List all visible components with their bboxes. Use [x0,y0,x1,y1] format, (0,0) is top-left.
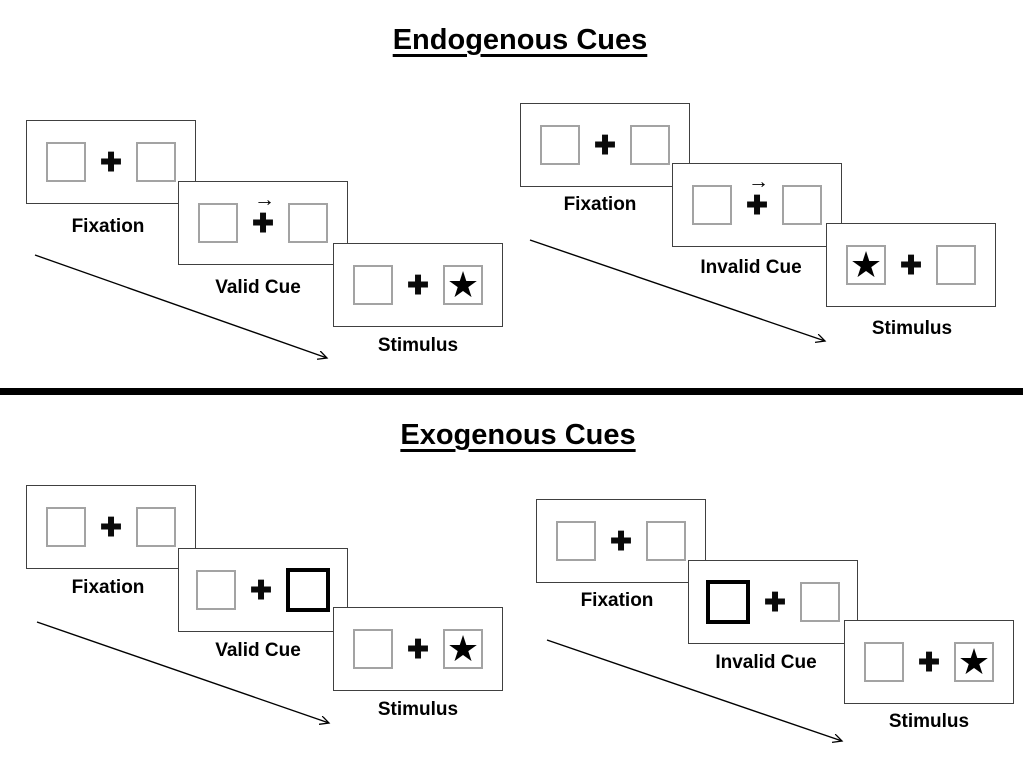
left-box-highlighted-cue [706,580,750,624]
endo-valid-stimulus-panel: ✚ ★ [333,243,503,327]
fixation-cross-icon: ✚ [594,130,616,160]
left-box [556,521,596,561]
fixation-cross-icon: ✚ [100,147,122,177]
right-box: ★ [443,629,483,669]
exo-invalid-fixation-panel: ✚ [536,499,706,583]
fixation-cross-icon: ✚ [250,575,272,605]
fixation-cross-icon: ✚ [900,250,922,280]
left-box [540,125,580,165]
exo-invalid-fixation-label: Fixation [580,590,654,611]
endo-invalid-fixation-panel: ✚ [520,103,690,187]
fixation-cross-icon: ✚ [407,634,429,664]
endo-invalid-stimulus-label: Stimulus [871,318,953,339]
endogenous-section-title: Endogenous Cues [392,24,648,56]
exo-valid-cue-panel: ✚ [178,548,348,632]
exo-valid-timeline-arrow [36,621,329,723]
right-box [936,245,976,285]
star-stimulus-icon: ★ [446,628,480,669]
exo-valid-fixation-panel: ✚ [26,485,196,569]
exo-invalid-stimulus-label: Stimulus [888,711,970,732]
endo-valid-cue-panel: → ✚ [178,181,348,265]
endo-valid-stimulus-label: Stimulus [377,335,459,356]
endo-valid-fixation-panel: ✚ [26,120,196,204]
endo-invalid-stimulus-panel: ★ ✚ [826,223,996,307]
left-box [46,507,86,547]
left-box [864,642,904,682]
right-box [630,125,670,165]
left-box [196,570,236,610]
fixation-cross-icon: ✚ [407,270,429,300]
left-box: ★ [846,245,886,285]
endo-valid-fixation-label: Fixation [71,216,145,237]
exo-invalid-stimulus-panel: ✚ ★ [844,620,1014,704]
star-stimulus-icon: ★ [957,641,991,682]
right-box [646,521,686,561]
endo-valid-timeline-arrow [34,254,327,358]
endo-valid-cue-label: Valid Cue [215,277,301,298]
right-box-highlighted-cue [286,568,330,612]
exo-invalid-cue-panel: ✚ [688,560,858,644]
exo-invalid-cue-label: Invalid Cue [715,652,817,673]
right-box [782,185,822,225]
endo-invalid-fixation-label: Fixation [563,194,637,215]
right-box [136,507,176,547]
right-box [288,203,328,243]
exo-invalid-timeline-arrow [546,639,842,741]
fixation-cross-icon: ✚ [100,512,122,542]
left-box [353,265,393,305]
exo-valid-stimulus-label: Stimulus [377,699,459,720]
left-box [198,203,238,243]
fixation-cross-icon: ✚ [764,587,786,617]
star-stimulus-icon: ★ [446,264,480,305]
right-cue-arrow-icon: → [254,188,275,211]
exogenous-section-title: Exogenous Cues [400,419,636,451]
right-box: ★ [443,265,483,305]
fixation-cross-icon: ✚ [252,208,274,238]
right-box [800,582,840,622]
fixation-cross-icon: ✚ [918,647,940,677]
right-box [136,142,176,182]
exo-valid-fixation-label: Fixation [71,577,145,598]
star-stimulus-icon: ★ [849,244,883,285]
endo-invalid-timeline-arrow [529,239,825,341]
endo-invalid-cue-label: Invalid Cue [700,257,802,278]
right-cue-arrow-icon: → [748,170,769,193]
left-box [46,142,86,182]
section-divider [0,388,1023,395]
right-box: ★ [954,642,994,682]
fixation-cross-icon: ✚ [746,190,768,220]
left-box [353,629,393,669]
fixation-cross-icon: ✚ [610,526,632,556]
exo-valid-cue-label: Valid Cue [215,640,301,661]
endo-invalid-cue-panel: → ✚ [672,163,842,247]
left-box [692,185,732,225]
exo-valid-stimulus-panel: ✚ ★ [333,607,503,691]
